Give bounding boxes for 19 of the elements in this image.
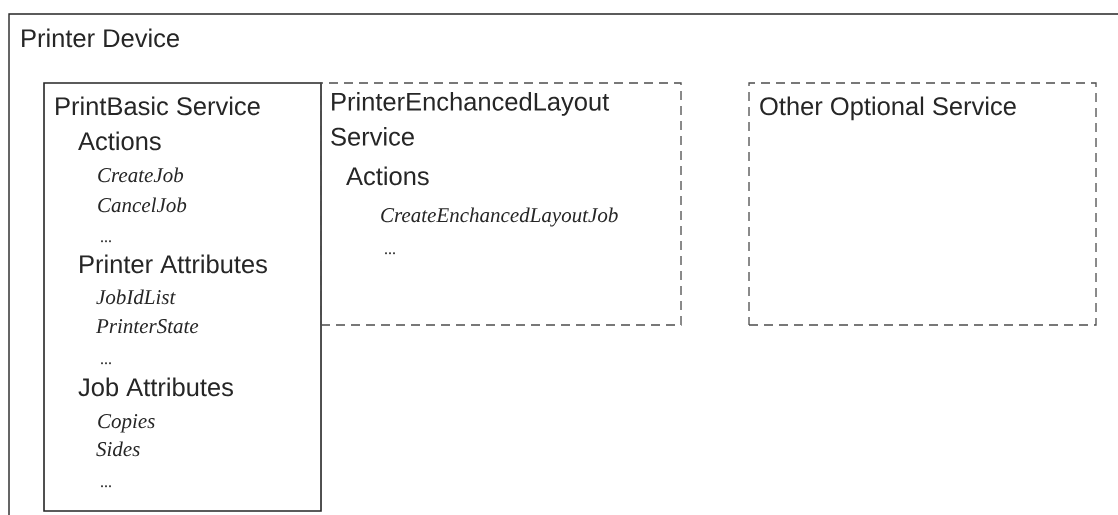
ellipsis: ... — [101, 485, 111, 488]
item-name: CreateJob — [98, 167, 184, 183]
section-heading: Actions — [78, 131, 161, 151]
item-name: CreateEnchancedLayoutJob — [381, 207, 618, 227]
item-name: JobIdList — [96, 289, 176, 305]
item-name: Sides — [96, 441, 140, 457]
item-name: PrinterState — [95, 319, 199, 334]
item-name: Copies — [98, 414, 155, 433]
section-heading: Actions — [346, 166, 429, 186]
section-heading: Printer Attributes — [80, 254, 267, 274]
box-heading: Other Optional Service — [760, 96, 1016, 121]
ellipsis: ... — [101, 240, 111, 243]
item-name: CancelJob — [98, 197, 187, 213]
section-heading: Job Attributes — [78, 377, 233, 397]
box-heading: PrintBasic Service — [56, 96, 260, 116]
box-heading: PrinterEnchancedLayout Service — [331, 92, 610, 146]
ellipsis: ... — [385, 252, 395, 255]
box-heading: Printer Device — [22, 28, 179, 48]
ellipsis: ... — [101, 362, 111, 365]
